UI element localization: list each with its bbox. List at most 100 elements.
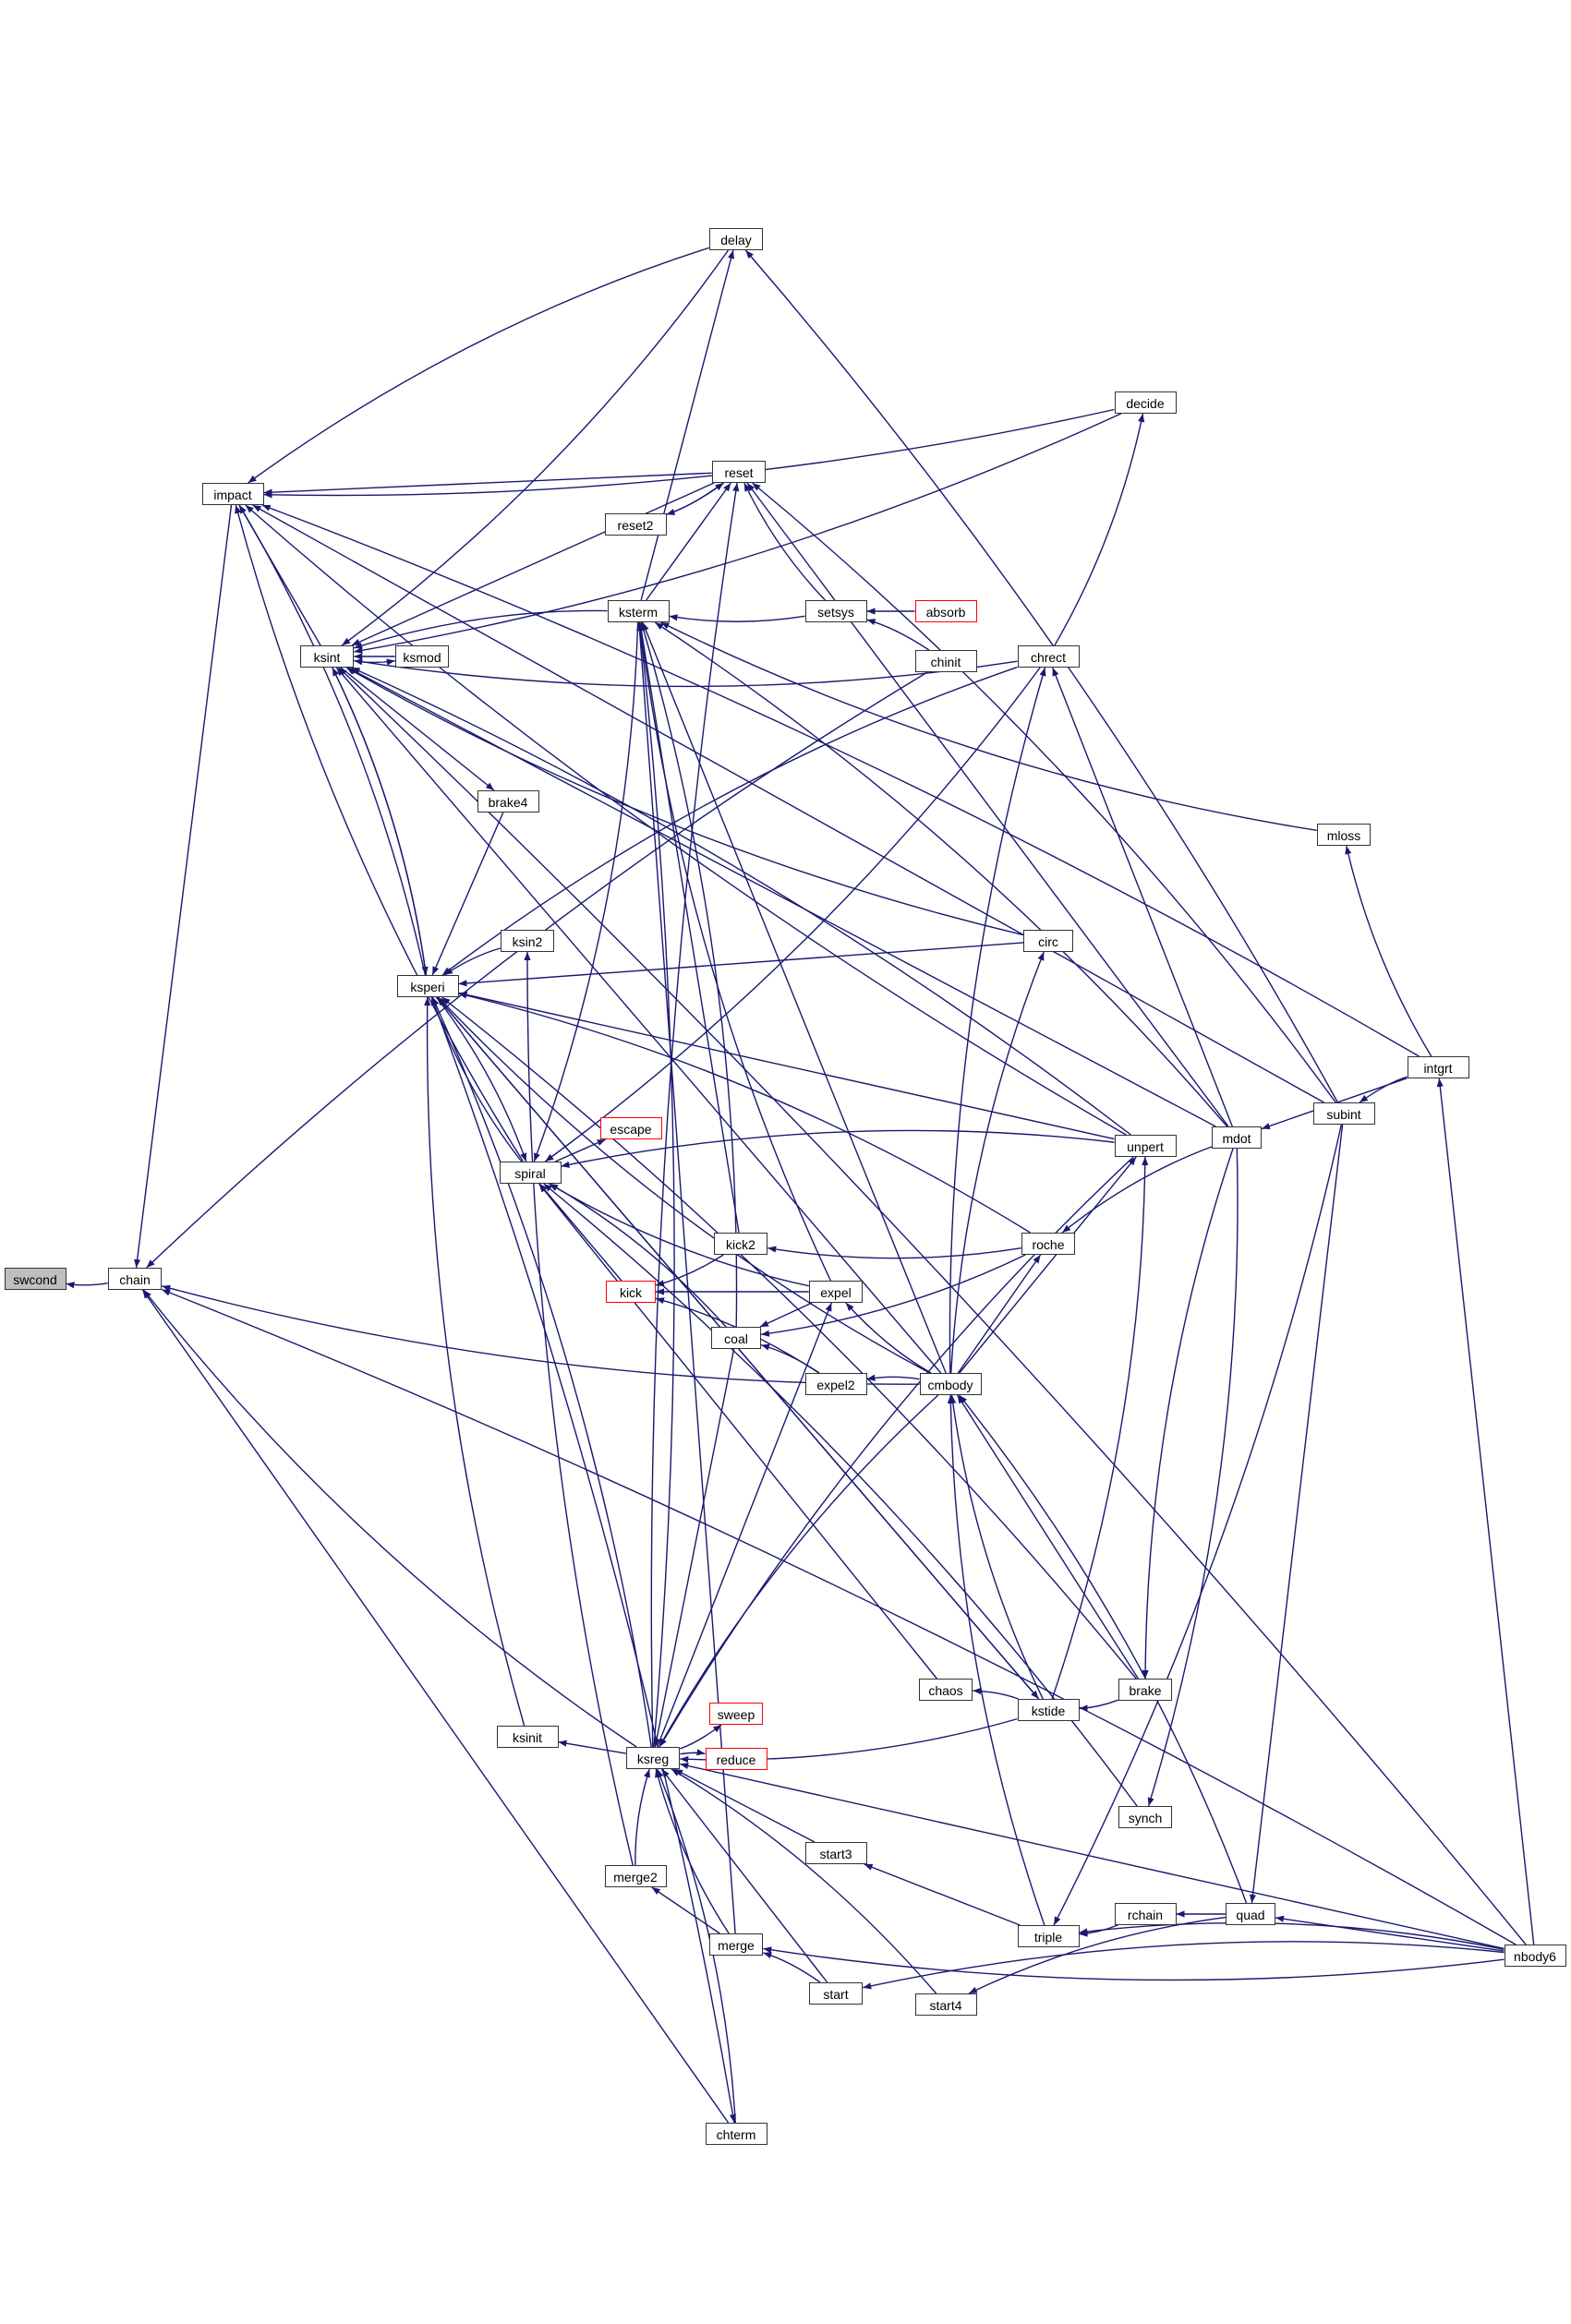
edge-ksreg-to-expel [657,1302,832,1748]
edge-merge-to-ksterm [635,621,736,1934]
edge-ksinit-to-ksperi [424,996,526,1727]
node-start[interactable]: start [808,1982,864,2005]
edge-coal-to-spiral [549,1183,727,1328]
node-brake[interactable]: brake [1118,1679,1173,1701]
node-mdot[interactable]: mdot [1212,1126,1262,1149]
node-chain[interactable]: chain [107,1268,163,1290]
edge-cmbody-to-ksreg [659,1394,939,1748]
node-delay[interactable]: delay [708,228,764,250]
node-quad[interactable]: quad [1226,1903,1275,1925]
edge-cmbody-to-ksint [335,667,942,1374]
node-ksinit[interactable]: ksinit [496,1726,559,1748]
edge-merge2-to-ksin2 [524,951,634,1866]
node-kick2[interactable]: kick2 [713,1233,768,1255]
edge-cmbody-to-chrect [949,667,1046,1374]
edge-subint-to-reset [752,482,1336,1103]
edge-expel2-to-coal [760,1343,820,1374]
node-merge2[interactable]: merge2 [604,1865,667,1887]
edge-expel-to-ksterm [637,621,832,1282]
node-ksin2[interactable]: ksin2 [500,930,555,952]
edge-ksreg-to-ksinit [558,1740,626,1754]
edge-nbody6-to-triple [1079,1921,1505,1950]
edge-ksterm-to-ksint [354,609,608,649]
edge-ksreg-to-sweep [680,1724,722,1750]
edge-subint-to-impact [252,504,1324,1103]
node-start3[interactable]: start3 [804,1842,867,1864]
edge-chrect-to-ksperi [441,666,1018,976]
edge-kick2-to-kick [655,1254,724,1287]
node-sweep[interactable]: sweep [708,1703,764,1725]
node-swcond[interactable]: swcond [4,1268,66,1290]
node-cmbody[interactable]: cmbody [919,1373,982,1395]
node-ksmod[interactable]: ksmod [394,645,450,668]
node-chaos[interactable]: chaos [918,1679,973,1701]
node-triple[interactable]: triple [1017,1925,1080,1947]
node-kick[interactable]: kick [606,1281,656,1303]
node-nbody6[interactable]: nbody6 [1504,1945,1566,1967]
node-expel2[interactable]: expel2 [804,1373,867,1395]
edge-ksterm-to-delay [640,249,735,601]
node-synch[interactable]: synch [1118,1806,1173,1828]
edge-expel-to-coal [759,1302,813,1328]
node-reduce[interactable]: reduce [705,1748,767,1770]
node-ksint[interactable]: ksint [299,645,355,668]
edge-coal-to-ksterm [640,621,738,1328]
edge-setsys-to-reset [743,482,826,601]
edge-setsys-to-ksterm [669,614,805,622]
node-roche[interactable]: roche [1021,1233,1076,1255]
edge-ksreg-to-reset [650,482,740,1748]
edge-subint-to-quad [1249,1124,1344,1904]
node-absorb[interactable]: absorb [914,600,977,622]
edge-expel-to-spiral [549,1183,809,1287]
edge-spiral-to-escape [554,1138,607,1162]
node-reset2[interactable]: reset2 [604,513,667,536]
edge-nbody6-to-intgrt [1436,1078,1535,1945]
edge-unpert-to-ksperi [458,991,1115,1140]
edge-mdot-to-reset [746,482,1229,1127]
edge-kstide-to-unpert [1051,1156,1149,1700]
node-ksperi[interactable]: ksperi [396,975,459,997]
node-chrect[interactable]: chrect [1017,645,1080,668]
node-ksreg[interactable]: ksreg [625,1747,681,1769]
node-expel[interactable]: expel [808,1281,864,1303]
edge-ksterm-to-reset [646,482,731,601]
node-chterm[interactable]: chterm [705,2123,767,2145]
node-decide[interactable]: decide [1114,391,1177,414]
node-merge[interactable]: merge [708,1933,764,1956]
node-escape[interactable]: escape [599,1117,662,1139]
edge-spiral-to-impact [235,504,525,1162]
node-spiral[interactable]: spiral [499,1162,562,1184]
edge-chrect-to-spiral [544,667,1041,1162]
node-unpert[interactable]: unpert [1114,1135,1177,1157]
node-chinit[interactable]: chinit [914,650,977,672]
node-brake4[interactable]: brake4 [477,790,539,813]
edge-kstide-to-cmbody [949,1394,1044,1700]
node-reset[interactable]: reset [711,461,767,483]
edge-brake-to-kstide [1079,1699,1118,1712]
edge-quad-to-start4 [968,1916,1227,1994]
node-start4[interactable]: start4 [914,1993,977,2016]
edge-subint-to-triple [1053,1124,1343,1926]
edge-nbody6-to-merge [763,1946,1505,1981]
node-coal[interactable]: coal [711,1327,761,1349]
node-rchain[interactable]: rchain [1114,1903,1177,1925]
edge-kick-to-spiral [538,1183,622,1282]
edge-roche-to-ksperi [458,992,1031,1234]
edge-intgrt-to-mloss [1345,845,1432,1057]
edge-mdot-to-roche [1061,1146,1213,1234]
edge-start3-to-ksreg [673,1768,816,1843]
node-mloss[interactable]: mloss [1316,824,1372,846]
edge-nbody6-to-chain [161,1289,1517,1945]
node-setsys[interactable]: setsys [804,600,867,622]
node-circ[interactable]: circ [1023,930,1073,952]
node-intgrt[interactable]: intgrt [1407,1056,1469,1078]
node-ksterm[interactable]: ksterm [607,600,670,622]
node-subint[interactable]: subint [1312,1102,1375,1125]
edge-triple-to-start3 [864,1863,1021,1926]
edge-triple-to-cmbody [947,1394,1045,1926]
node-impact[interactable]: impact [201,483,264,505]
node-kstide[interactable]: kstide [1017,1699,1080,1721]
edge-ksreg-to-ksperi [431,996,652,1748]
